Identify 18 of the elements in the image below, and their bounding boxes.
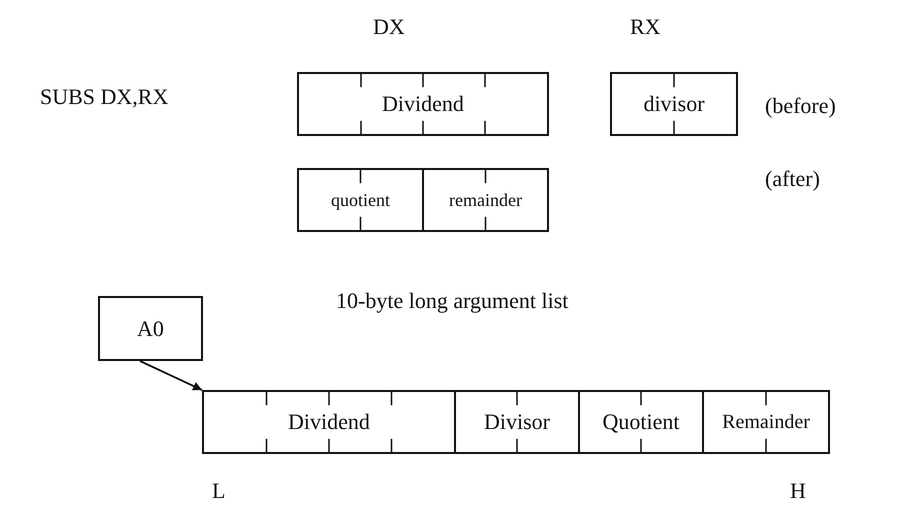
caption-text: 10-byte long argument list <box>336 288 568 314</box>
caption-text: DX <box>373 14 405 40</box>
caption-text: RX <box>630 14 661 40</box>
memory-field <box>422 168 549 232</box>
caption-text: (after) <box>765 166 820 192</box>
caption-text: L <box>212 478 226 504</box>
arrow <box>140 360 202 391</box>
memory-field <box>202 390 456 454</box>
memory-field <box>610 72 738 136</box>
caption-text: H <box>790 478 806 504</box>
memory-field <box>454 390 580 454</box>
memory-field <box>297 72 549 136</box>
caption-text: SUBS DX,RX <box>40 84 168 110</box>
register-box <box>98 296 203 361</box>
caption-text: (before) <box>765 93 836 119</box>
memory-field <box>702 390 830 454</box>
memory-field <box>578 390 704 454</box>
memory-field <box>297 168 424 232</box>
